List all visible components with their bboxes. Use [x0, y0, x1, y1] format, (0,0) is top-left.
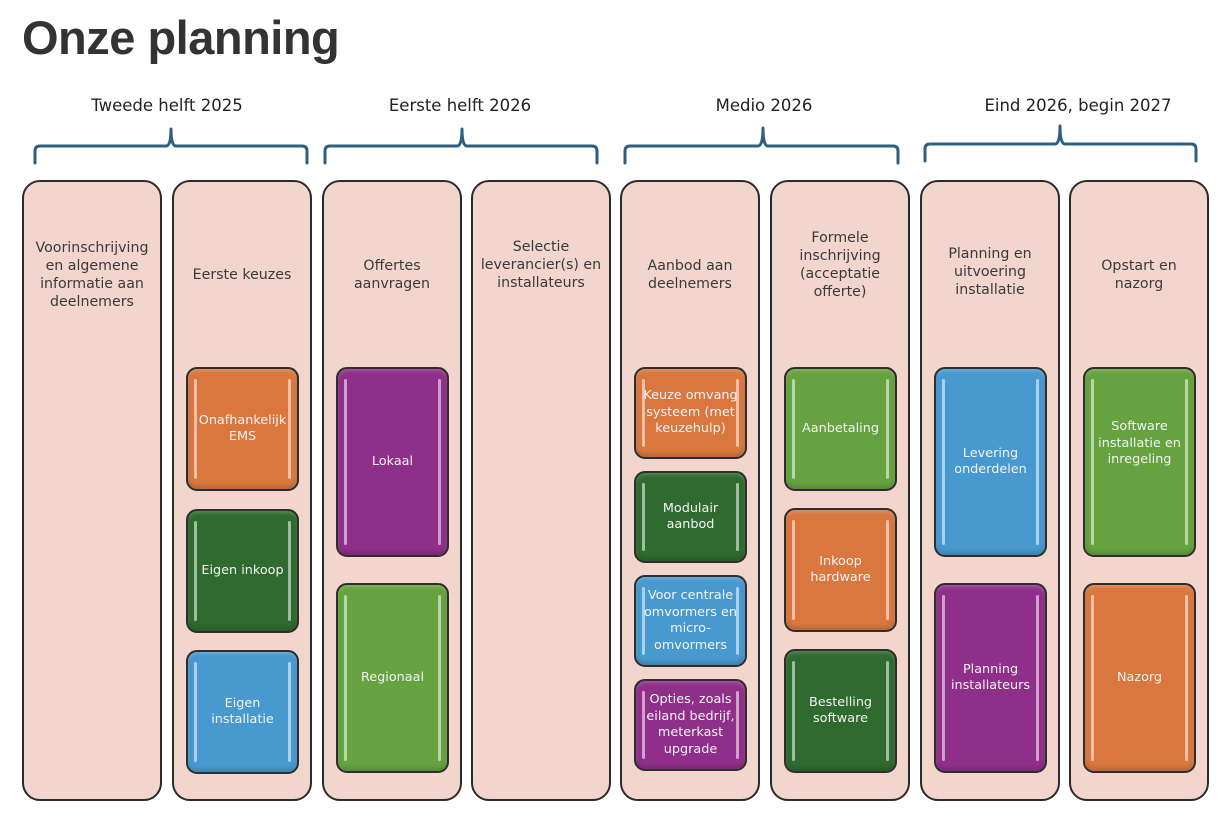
task-label: Regionaal — [360, 669, 425, 685]
task-label: Voor centrale omvormers en micro-omvorme… — [643, 588, 738, 653]
task-label: Nazorg — [1116, 669, 1163, 685]
task-tile: Opties, zoals eiland bedrijf, meterkast … — [634, 679, 747, 771]
phase-heading: Aanbod aan deelnemers — [647, 257, 733, 292]
phase-heading: Selectie leverancier(s) en installateurs — [480, 238, 602, 291]
task-tile: Lokaal — [336, 367, 449, 557]
task-tile: Bestelling software — [784, 649, 897, 773]
task-tile: Software installatie en inregeling — [1083, 367, 1196, 557]
task-label: Aanbetaling — [802, 420, 879, 436]
phase-heading: Eerste keuzes — [192, 266, 292, 283]
phase-column-2: Eerste keuzes Onafhankelijk EMS Eigen in… — [172, 180, 312, 801]
task-label: Modulair aanbod — [662, 500, 719, 533]
phase-column-1: Voorinschrijving en algemene informatie … — [22, 180, 162, 801]
phase-column-5: Aanbod aan deelnemers Keuze omvang syste… — [620, 180, 760, 801]
task-tile: Eigen inkoop — [186, 509, 299, 633]
bracket-4 — [923, 124, 1198, 163]
task-tile: Planning installateurs — [934, 583, 1047, 773]
task-label: Levering onderdelen — [954, 445, 1027, 478]
task-label: Inkoop hardware — [810, 553, 871, 586]
phase-column-6: Formele inschrijving (acceptatie offerte… — [770, 180, 910, 801]
task-tile: Onafhankelijk EMS — [186, 367, 299, 491]
task-label: Bestelling software — [808, 694, 873, 727]
task-label: Eigen inkoop — [201, 562, 284, 578]
bracket-3 — [623, 126, 900, 165]
task-tile: Nazorg — [1083, 583, 1196, 773]
phase-column-4: Selectie leverancier(s) en installateurs — [471, 180, 611, 801]
period-label-1: Tweede helft 2025 — [91, 96, 243, 115]
phase-heading: Opstart en nazorg — [1101, 257, 1177, 292]
task-label: Software installatie en inregeling — [1098, 419, 1181, 468]
phase-column-7: Planning en uitvoering installatie Lever… — [920, 180, 1060, 801]
task-label: Opties, zoals eiland bedrijf, meterkast … — [646, 692, 735, 757]
task-tile: Levering onderdelen — [934, 367, 1047, 557]
phase-column-3: Offertes aanvragen Lokaal Regionaal — [322, 180, 462, 801]
task-tile: Keuze omvang systeem (met keuzehulp) — [634, 367, 747, 459]
task-tile: Regionaal — [336, 583, 449, 773]
task-tile: Aanbetaling — [784, 367, 897, 491]
task-label: Eigen installatie — [211, 695, 274, 728]
phase-column-8: Opstart en nazorg Software installatie e… — [1069, 180, 1209, 801]
task-label: Planning installateurs — [950, 661, 1031, 694]
task-label: Onafhankelijk EMS — [198, 412, 287, 445]
phase-heading: Planning en uitvoering installatie — [948, 246, 1032, 298]
phase-heading: Formele inschrijving (acceptatie offerte… — [799, 229, 881, 300]
phase-heading: Offertes aanvragen — [353, 257, 431, 292]
task-tile: Voor centrale omvormers en micro-omvorme… — [634, 575, 747, 667]
task-tile: Eigen installatie — [186, 650, 299, 774]
task-tile: Inkoop hardware — [784, 508, 897, 632]
phase-heading: Voorinschrijving en algemene informatie … — [35, 239, 149, 310]
task-tile: Modulair aanbod — [634, 471, 747, 563]
bracket-2 — [323, 127, 599, 165]
bracket-1 — [33, 127, 309, 165]
page-title: Onze planning — [22, 11, 340, 64]
task-label: Keuze omvang systeem (met keuzehulp) — [643, 388, 738, 437]
period-label-2: Eerste helft 2026 — [388, 96, 532, 115]
task-label: Lokaal — [371, 453, 414, 469]
period-label-4: Eind 2026, begin 2027 — [984, 96, 1172, 115]
period-label-3: Medio 2026 — [715, 96, 813, 115]
